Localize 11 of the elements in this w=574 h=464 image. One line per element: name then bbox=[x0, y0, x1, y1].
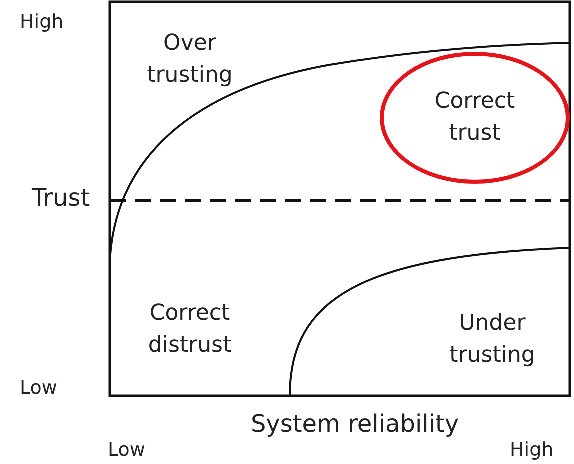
axis-label: Trust bbox=[32, 183, 92, 214]
axis-tick-label: Low bbox=[20, 376, 58, 401]
highlight-ellipse bbox=[380, 52, 570, 184]
region-label: Under trusting bbox=[448, 310, 536, 370]
axis-label: System reliability bbox=[250, 409, 460, 440]
region-label: Correct trust bbox=[434, 88, 516, 148]
axis-tick-label: High bbox=[510, 438, 555, 463]
axis-tick-label: High bbox=[20, 10, 65, 35]
axis-tick-label: Low bbox=[108, 438, 146, 463]
region-label: Over trusting bbox=[146, 30, 234, 90]
region-label: Correct distrust bbox=[147, 300, 233, 360]
